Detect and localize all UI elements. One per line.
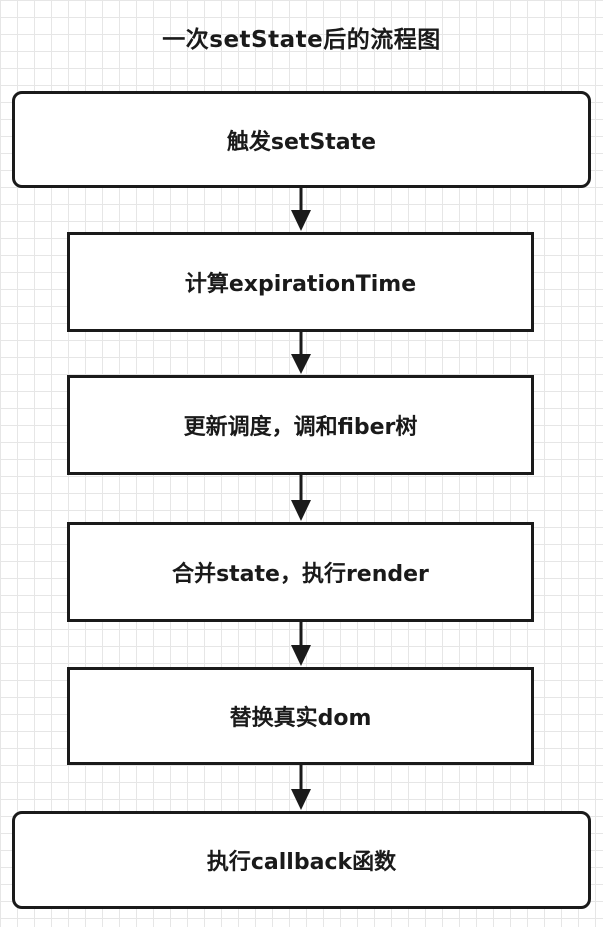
step-replace-real-dom: 替换真实dom	[67, 667, 534, 765]
step-label: 替换真实dom	[229, 706, 372, 731]
flow-arrow-1	[291, 188, 311, 231]
flow-arrow-4	[291, 622, 311, 666]
step-schedule-reconcile-fiber: 更新调度，调和fiber树	[67, 375, 534, 475]
flow-arrow-2	[291, 332, 311, 374]
step-label: 计算expirationTime	[184, 272, 417, 297]
step-execute-callback: 执行callback函数	[12, 811, 591, 909]
step-trigger-setstate: 触发setState	[12, 91, 591, 188]
step-compute-expiration-time: 计算expirationTime	[67, 232, 534, 332]
step-label: 触发setState	[226, 129, 377, 155]
step-merge-state-render: 合并state，执行render	[67, 522, 534, 622]
step-label: 执行callback函数	[206, 850, 397, 875]
step-label: 合并state，执行render	[172, 562, 429, 587]
diagram-title: 一次setState后的流程图	[162, 27, 441, 53]
step-label: 更新调度，调和fiber树	[183, 415, 418, 440]
flow-arrow-5	[291, 765, 311, 810]
flow-arrow-3	[291, 475, 311, 521]
